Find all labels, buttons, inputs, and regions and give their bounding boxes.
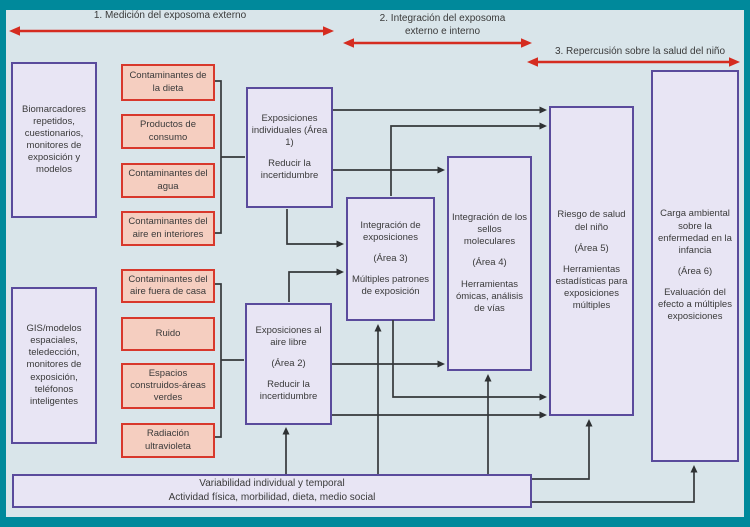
- area-3-title: Integración de exposiciones: [360, 219, 421, 243]
- source-box-built-green-spaces: Espacios construidos-áreas verdes: [121, 363, 215, 409]
- method-box-biomarkers-text: Biomarcadores repetidos, cuestionarios, …: [22, 103, 86, 176]
- source-box-diet-contaminants: Contaminantes de la dieta: [121, 64, 215, 101]
- area-2-label: (Área 2): [271, 357, 306, 369]
- area-5-title: Riesgo de salud del niño: [557, 209, 626, 233]
- source-box-label: Productos de consumo: [140, 119, 196, 143]
- area-2-title: Exposiciones al aire libre: [255, 324, 322, 348]
- area-2-note: Reducir la incertidumbre: [259, 379, 318, 403]
- area-5-note: Herramientas estadísticas para exposicio…: [555, 263, 628, 312]
- area-6-title: Carga ambiental sobre la enfermedad en l…: [658, 208, 732, 256]
- connector-variability-to-area6: [532, 465, 698, 503]
- area-4-note: Herramientas ómicas, análisis de vías: [455, 278, 524, 314]
- area-3-exposure-integration-box: Integración de exposiciones (Área 3) Múl…: [346, 197, 435, 321]
- phase-1-label: 1. Medición del exposoma externo: [93, 10, 247, 21]
- source-box-label: Radiación ultravioleta: [145, 428, 191, 452]
- connector-area3-bottom-to-area5: [392, 320, 547, 401]
- connector-area1-to-area3: [286, 209, 344, 248]
- area-6-label: (Área 6): [677, 266, 713, 277]
- source-box-indoor-air: Contaminantes del aire en interiores: [121, 211, 215, 246]
- area-2-outdoor-exposures-box: Exposiciones al aire libre (Área 2) Redu…: [245, 303, 332, 425]
- area-4-molecular-signatures-box: Integración de los sellos moleculares (Á…: [447, 156, 532, 371]
- source-box-noise: Ruido: [121, 317, 215, 351]
- source-box-label: Contaminantes del aire fuera de casa: [128, 273, 208, 297]
- connector-area3-top-to-area5: [390, 122, 547, 196]
- area-1-title: Exposiciones individuales (Área 1): [251, 112, 328, 148]
- source-box-label: Ruido: [155, 327, 181, 339]
- bracket-top-sources-to-area1: [215, 80, 245, 234]
- variability-bar: Variabilidad individual y temporal Activ…: [12, 474, 532, 508]
- area-5-label: (Área 5): [574, 242, 609, 254]
- source-box-label: Contaminantes del agua: [128, 168, 208, 192]
- source-box-label: Contaminantes de la dieta: [129, 70, 207, 94]
- area-6-note: Evaluación del efecto a múltiples exposi…: [658, 287, 732, 323]
- variability-line1: Variabilidad individual y temporal: [199, 477, 345, 489]
- area-6-environmental-burden-box: Carga ambiental sobre la enfermedad en l…: [651, 70, 739, 462]
- method-box-biomarkers: Biomarcadores repetidos, cuestionarios, …: [11, 62, 97, 218]
- area-5-child-health-risk-box: Riesgo de salud del niño (Área 5) Herram…: [549, 106, 634, 416]
- variability-line2: Actividad física, morbilidad, dieta, med…: [168, 491, 376, 503]
- phase-arrows: [9, 26, 740, 67]
- phase-2-label-line1: 2. Integración del exposoma: [379, 13, 506, 24]
- area-4-title: Integración de los sellos moleculares: [452, 211, 527, 248]
- method-box-gis: GIS/modelos espaciales, teledección, mon…: [11, 287, 97, 444]
- phase-3-label: 3. Repercusión sobre la salud del niño: [554, 46, 726, 57]
- source-box-outdoor-air: Contaminantes del aire fuera de casa: [121, 269, 215, 303]
- connector-area2-to-area3: [288, 268, 344, 302]
- area-1-individual-exposures-box: Exposiciones individuales (Área 1) Reduc…: [246, 87, 333, 208]
- area-3-note: Múltiples patrones de exposición: [351, 274, 430, 298]
- bracket-bottom-sources-to-area2: [215, 283, 244, 438]
- area-3-label: (Área 3): [373, 252, 408, 264]
- phase-2-label: 2. Integración del exposoma externo e in…: [355, 13, 530, 38]
- phase-2-label-line2: externo e interno: [404, 25, 481, 37]
- source-box-label: Espacios construidos-áreas verdes: [130, 367, 206, 404]
- connector-variability-to-area5: [532, 419, 593, 480]
- area-1-note: Reducir la incertidumbre: [260, 158, 319, 182]
- source-box-label: Contaminantes del aire en interiores: [128, 216, 208, 240]
- source-box-water-contaminants: Contaminantes del agua: [121, 163, 215, 198]
- method-box-gis-text: GIS/modelos espaciales, teledección, mon…: [26, 322, 82, 407]
- source-box-uv-radiation: Radiación ultravioleta: [121, 423, 215, 458]
- area-4-label: (Área 4): [472, 257, 507, 269]
- source-box-consumer-products: Productos de consumo: [121, 114, 215, 149]
